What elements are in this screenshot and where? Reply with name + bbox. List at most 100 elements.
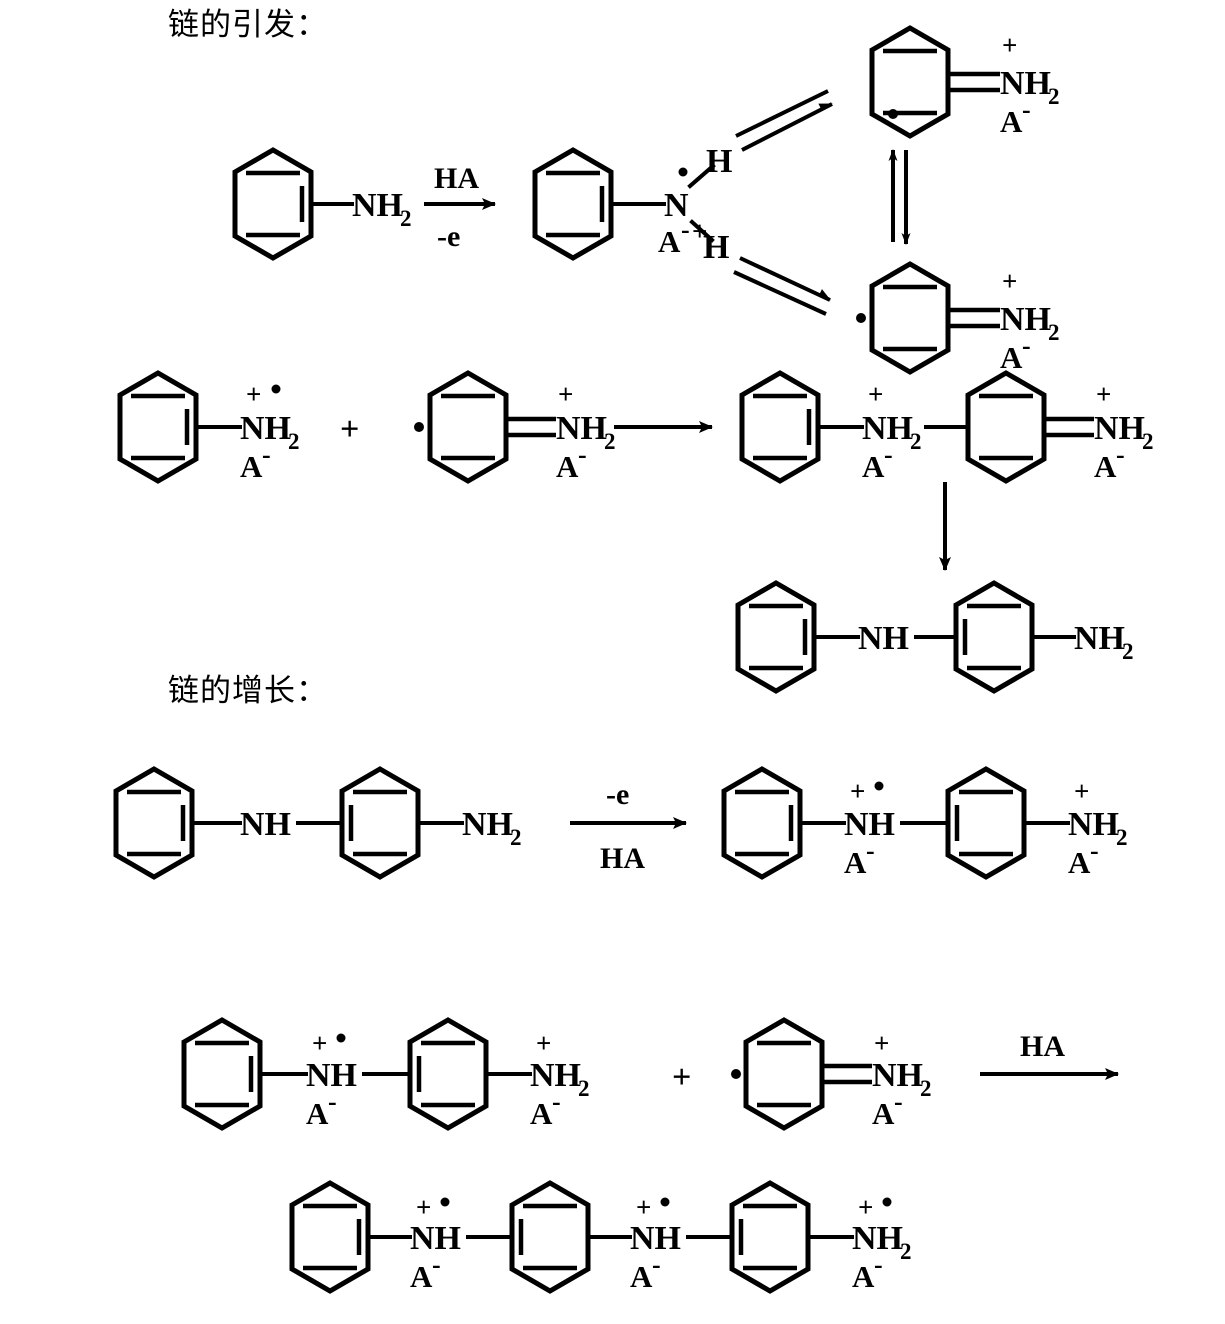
plus-joiner: + bbox=[672, 1059, 691, 1096]
heading-initiation: 链的引发： bbox=[168, 7, 328, 43]
arrow-resonance-upper bbox=[735, 89, 833, 152]
label-anion-a: A bbox=[556, 449, 579, 484]
label-sub2: 2 bbox=[900, 1239, 912, 1264]
label-plus: + bbox=[850, 776, 865, 806]
label-anion-minus: - bbox=[578, 440, 587, 469]
label-ha: HA bbox=[1020, 1030, 1065, 1063]
label-nh2: NH bbox=[862, 410, 913, 447]
label-plus: + bbox=[1002, 266, 1017, 296]
label-nh: NH bbox=[410, 1220, 461, 1257]
label-anion-minus: - bbox=[894, 1087, 903, 1116]
label-plus: + bbox=[1096, 379, 1111, 409]
arrow-ha-minus-e: HA -e bbox=[424, 162, 496, 253]
label-nh2: NH bbox=[352, 187, 403, 224]
arrow-resonance-lower bbox=[733, 256, 831, 316]
structure-quinoid-radical-cation-reactant: NH 2 + A - bbox=[414, 373, 616, 484]
label-anion-minus: - bbox=[552, 1087, 561, 1116]
radical-dot-icon bbox=[414, 422, 424, 432]
label-anion-a: A bbox=[1000, 340, 1023, 375]
label-anion-a: A bbox=[1000, 104, 1023, 139]
label-plus: + bbox=[868, 379, 883, 409]
label-nh2: NH bbox=[1000, 301, 1051, 338]
radical-dot-icon bbox=[856, 313, 866, 323]
label-anion-minus: - bbox=[866, 836, 875, 865]
label-plus: + bbox=[312, 1028, 327, 1058]
heading-propagation: 链的增长： bbox=[168, 673, 328, 709]
label-nh: NH bbox=[858, 620, 909, 657]
structure-quinoid-ortho-radical: NH 2 + A - bbox=[872, 28, 1060, 139]
label-nh2: NH bbox=[462, 806, 513, 843]
label-anion-a: A bbox=[1068, 845, 1091, 880]
radical-dot-icon bbox=[731, 1069, 741, 1079]
label-sub2: 2 bbox=[604, 429, 616, 454]
radical-dot-icon bbox=[336, 1033, 346, 1043]
label-anion-minus: - bbox=[884, 440, 893, 469]
structure-aniline: NH 2 bbox=[235, 150, 412, 258]
label-n: N bbox=[664, 187, 689, 224]
arrow-equilibrium bbox=[888, 149, 911, 245]
label-sub2: 2 bbox=[920, 1076, 932, 1101]
label-plus: + bbox=[636, 1192, 651, 1222]
label-nh2: NH bbox=[872, 1057, 923, 1094]
label-anion-a: A bbox=[530, 1096, 553, 1131]
structure-4-aminodiphenylamine: NH NH 2 bbox=[738, 583, 1134, 691]
radical-dot-icon bbox=[440, 1197, 450, 1207]
label-anion-minus: - bbox=[1022, 331, 1031, 360]
label-sub2: 2 bbox=[1048, 84, 1060, 109]
radical-dot-icon bbox=[888, 109, 898, 119]
structure-phenyl-ammonium-radical-cation: NH 2 + A - bbox=[120, 373, 300, 484]
label-anion-a: A bbox=[658, 224, 681, 259]
label-plus: + bbox=[416, 1192, 431, 1222]
label-h-lower: H bbox=[703, 229, 729, 266]
label-nh2: NH bbox=[556, 410, 607, 447]
label-nh2: NH bbox=[530, 1057, 581, 1094]
label-anion-a: A bbox=[844, 845, 867, 880]
label-plus: + bbox=[536, 1028, 551, 1058]
label-anion-minus: - bbox=[1022, 95, 1031, 124]
radical-dot-icon bbox=[678, 167, 688, 177]
label-plus: + bbox=[558, 379, 573, 409]
structure-quinoid-radical-cation-reactant-2: NH 2 + A - bbox=[731, 1020, 932, 1131]
label-nh: NH bbox=[240, 806, 291, 843]
label-plus: + bbox=[858, 1192, 873, 1222]
label-anion-minus: - bbox=[874, 1250, 883, 1279]
label-plus: + bbox=[246, 379, 261, 409]
label-nh2: NH bbox=[1074, 620, 1125, 657]
structure-dimer-neutral: NH NH 2 bbox=[116, 769, 522, 877]
label-sub2: 2 bbox=[1048, 320, 1060, 345]
label-sub2: 2 bbox=[400, 206, 412, 231]
label-sub2: 2 bbox=[1122, 639, 1134, 664]
label-plus: + bbox=[1074, 776, 1089, 806]
label-sub2: 2 bbox=[1142, 429, 1154, 454]
label-nh: NH bbox=[844, 806, 895, 843]
label-ha: HA bbox=[434, 162, 479, 195]
radical-dot-icon bbox=[882, 1197, 892, 1207]
label-nh2: NH bbox=[852, 1220, 903, 1257]
label-nh: NH bbox=[630, 1220, 681, 1257]
label-anion-minus: - bbox=[262, 440, 271, 469]
label-plus: + bbox=[1002, 30, 1017, 60]
radical-dot-icon bbox=[660, 1197, 670, 1207]
label-anion-a: A bbox=[852, 1259, 875, 1294]
label-plus: + bbox=[874, 1028, 889, 1058]
radical-dot-icon bbox=[271, 384, 281, 394]
label-anion-a: A bbox=[410, 1259, 433, 1294]
label-sub2: 2 bbox=[910, 429, 922, 454]
label-minus-e: -e bbox=[606, 778, 629, 811]
arrow-minus-e-ha: -e HA bbox=[570, 778, 687, 875]
label-anion-minus: - bbox=[432, 1250, 441, 1279]
label-ha: HA bbox=[600, 842, 645, 875]
arrow-ha-propagation: HA bbox=[980, 1030, 1119, 1080]
label-nh2: NH bbox=[1068, 806, 1119, 843]
label-minus-e: -e bbox=[437, 220, 460, 253]
label-nh2: NH bbox=[240, 410, 291, 447]
label-sub2: 2 bbox=[288, 429, 300, 454]
label-anion-a: A bbox=[630, 1259, 653, 1294]
label-nh: NH bbox=[306, 1057, 357, 1094]
label-anion-a: A bbox=[1094, 449, 1117, 484]
label-h-upper: H bbox=[706, 143, 732, 180]
label-anion-minus: - bbox=[681, 215, 690, 244]
label-nh2: NH bbox=[1094, 410, 1145, 447]
label-anion-minus: - bbox=[1090, 836, 1099, 865]
